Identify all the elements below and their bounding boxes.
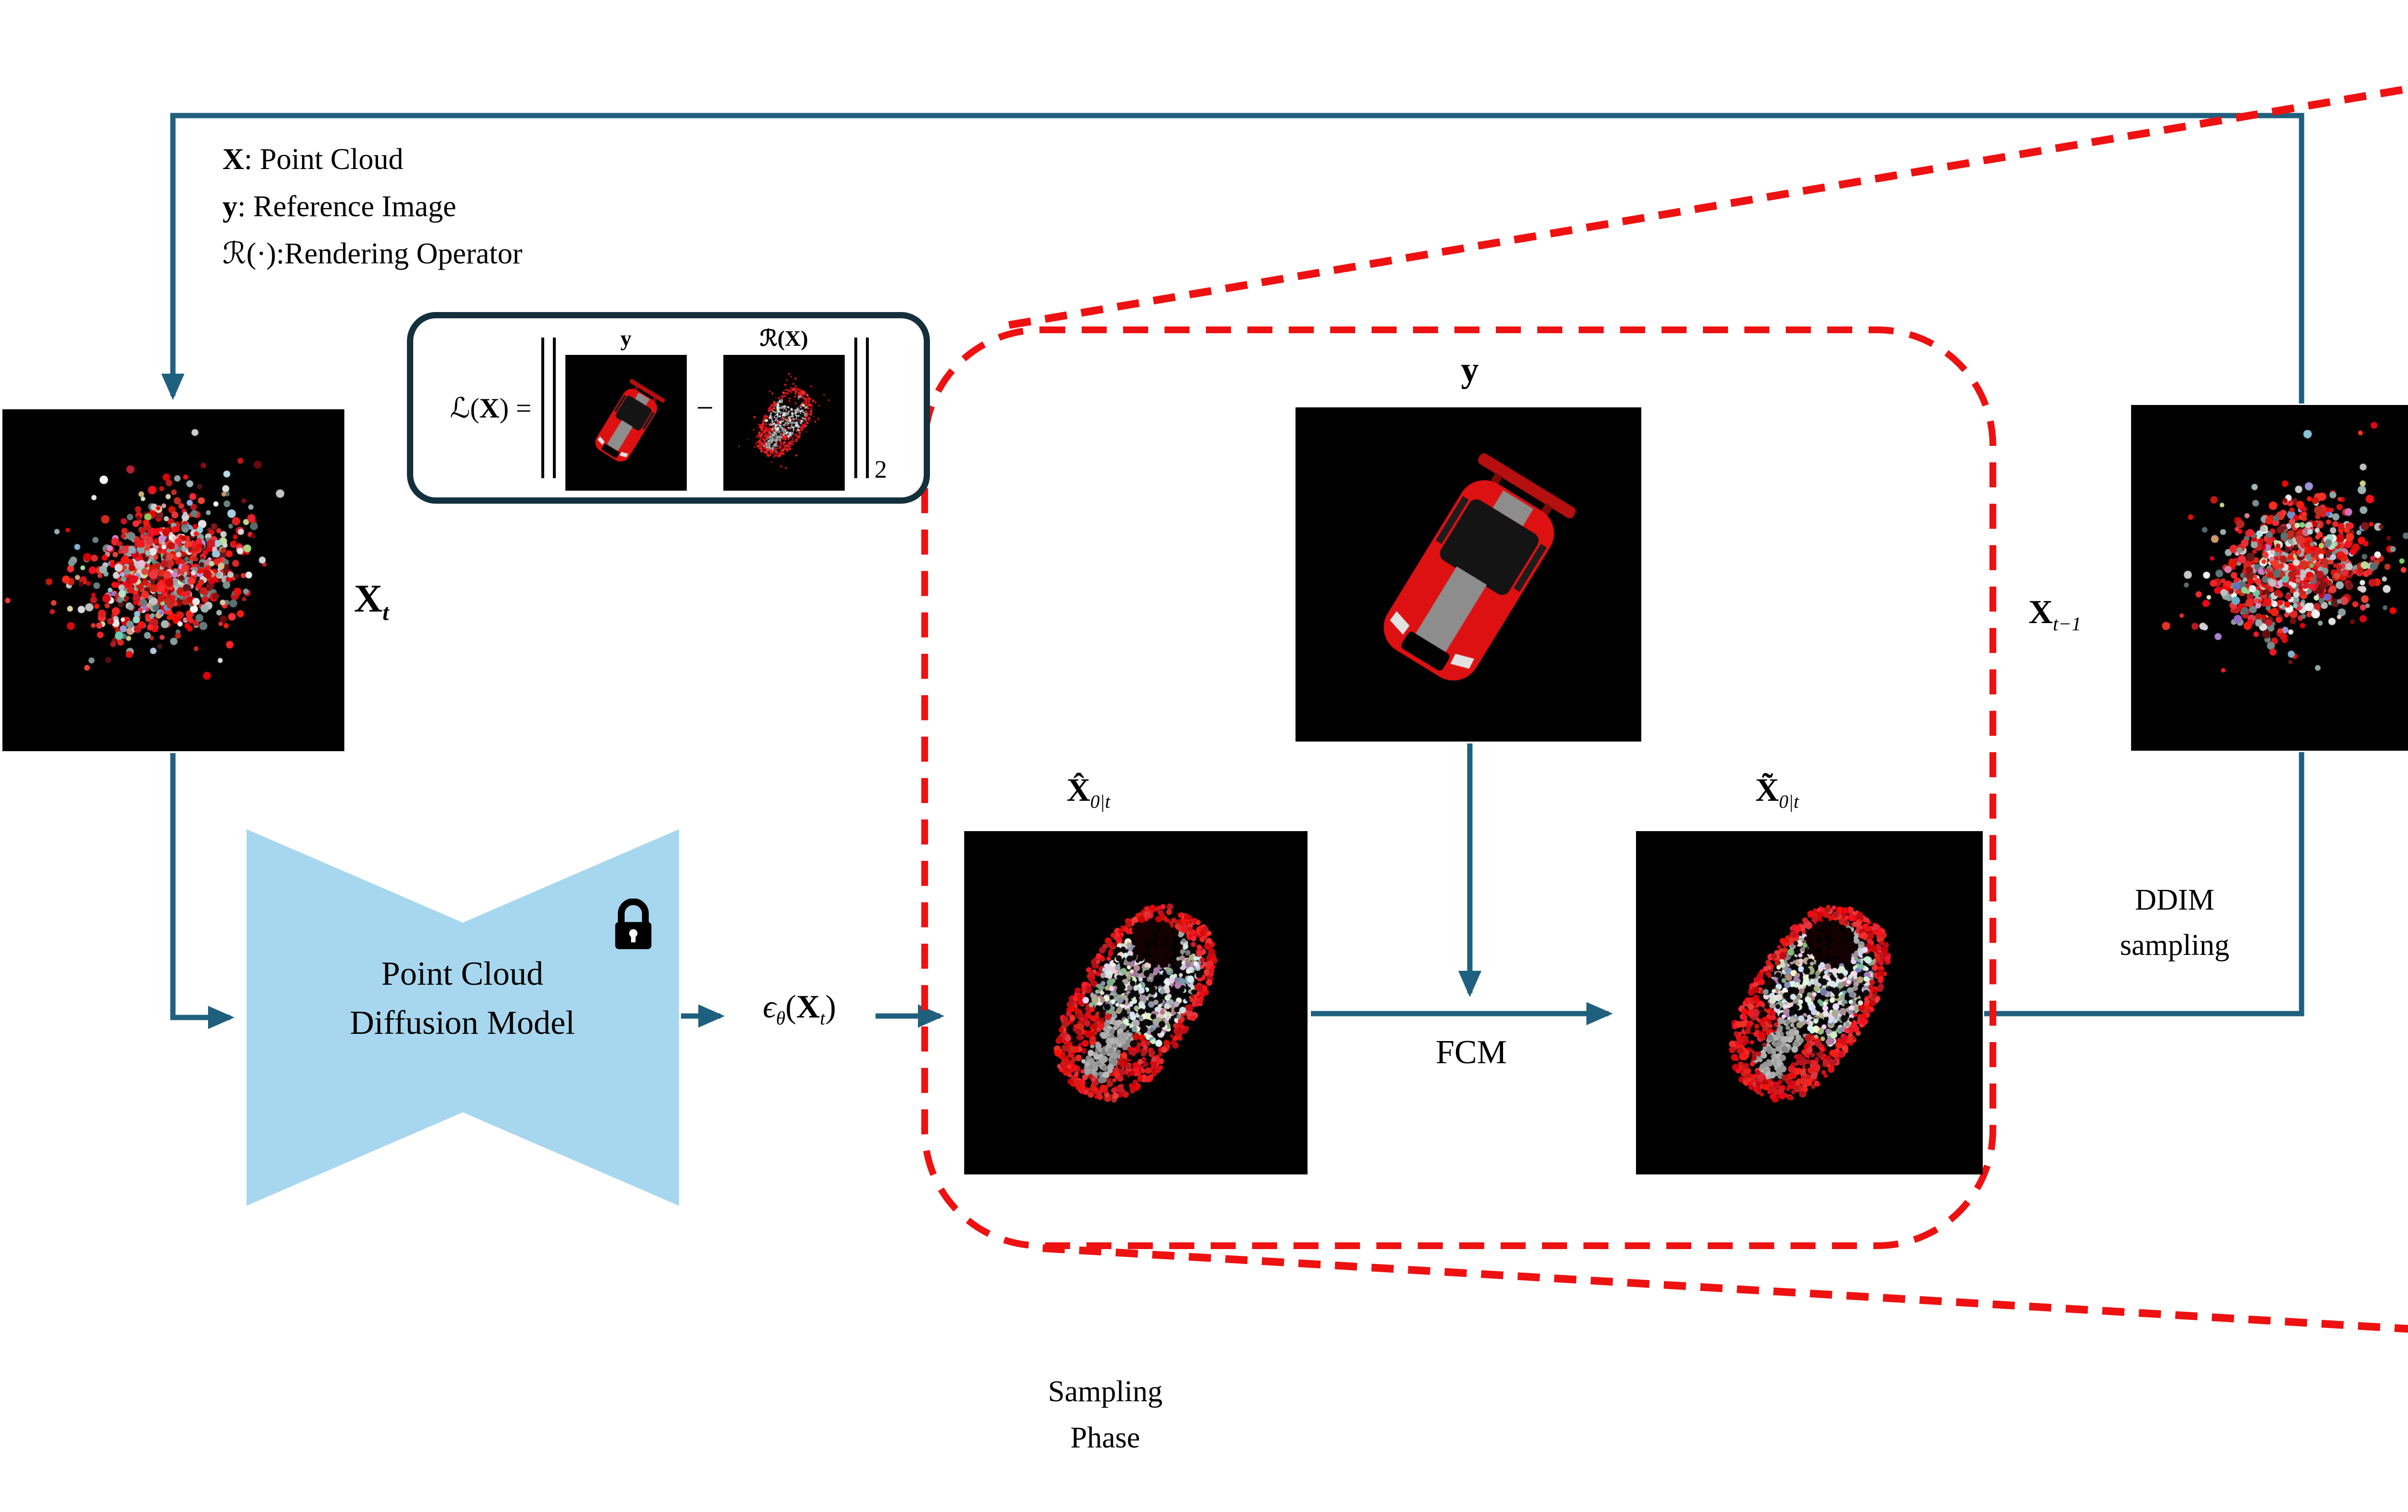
xt-pointcloud-image bbox=[2, 409, 344, 751]
xt-minus1-image-frame bbox=[2131, 405, 2408, 751]
ddim-line2: sampling bbox=[2120, 929, 2230, 962]
legend-reference-image: y: Reference Image bbox=[222, 190, 457, 223]
diffusion-model-line1: Point Cloud bbox=[381, 955, 544, 992]
y-image-frame bbox=[1296, 407, 1641, 742]
sampling-phase-outline bbox=[921, 326, 1996, 1249]
loss-render-image bbox=[723, 355, 845, 491]
zoom-ray-bottom bbox=[1042, 1244, 2408, 1333]
xhat-pointcloud-image bbox=[964, 831, 1308, 1174]
zoom-ray-top bbox=[1008, 85, 2408, 329]
xtilde-pointcloud-image bbox=[1636, 831, 1983, 1174]
loss-render-label: ℛ(X) bbox=[759, 326, 809, 351]
ddim-sampling-label: DDIM sampling bbox=[2080, 877, 2270, 968]
feedback-loop-arrow bbox=[161, 113, 2304, 404]
loss-y-label: y bbox=[620, 326, 632, 351]
norm-bar-left bbox=[541, 338, 556, 478]
loss-reference-image bbox=[565, 355, 687, 491]
legend-block: X: Point Cloud y: Reference Image ℛ(·):R… bbox=[222, 136, 523, 277]
loss-render-figure: ℛ(X) bbox=[723, 325, 845, 491]
legend-rendering-operator: ℛ(·):Rendering Operator bbox=[222, 237, 523, 270]
epsilon-output-label: ϵθ(Xt) bbox=[762, 988, 837, 1029]
norm-subscript: 2 bbox=[874, 456, 887, 483]
loss-lhs: ℒ(X) = bbox=[450, 392, 532, 424]
loss-reference-figure: y bbox=[565, 325, 687, 491]
xt-minus1-label: Xt−1 bbox=[2028, 594, 2081, 635]
diffusion-model-line2: Diffusion Model bbox=[350, 1004, 575, 1042]
xtilde-image-frame bbox=[1636, 831, 1983, 1174]
xt-label: Xt bbox=[354, 576, 389, 626]
sampling-caption-line2: Phase bbox=[1070, 1421, 1140, 1454]
y-image-label: y bbox=[1461, 350, 1479, 390]
norm-bar-right bbox=[854, 338, 869, 478]
y-reference-image bbox=[1296, 407, 1641, 742]
lock-icon bbox=[615, 899, 652, 950]
ddim-sampling-path bbox=[1984, 752, 2304, 1017]
xtilde-label: X̃0|t bbox=[1755, 771, 1799, 812]
xhat-image-frame bbox=[964, 831, 1308, 1174]
diffusion-model-label: Point Cloud Diffusion Model bbox=[294, 950, 631, 1048]
loss-minus-sign: − bbox=[696, 391, 714, 425]
fcm-arrow-label: FCM bbox=[1436, 1034, 1507, 1071]
diffusion-model-shape bbox=[247, 829, 679, 1206]
xt-to-model-arrow bbox=[170, 753, 235, 1030]
xt-image-frame bbox=[2, 409, 344, 751]
legend-point-cloud: X: Point Cloud bbox=[222, 143, 404, 176]
loss-definition-box: ℒ(X) = y − ℛ(X) 2 bbox=[407, 312, 930, 504]
sampling-caption-line1: Sampling bbox=[1048, 1375, 1163, 1408]
ddim-line1: DDIM bbox=[2134, 884, 2215, 916]
sampling-phase-caption: Sampling Phase bbox=[978, 1369, 1233, 1461]
xt-minus1-pointcloud-image bbox=[2131, 405, 2408, 751]
xhat-label: X̂0|t bbox=[1066, 771, 1111, 812]
